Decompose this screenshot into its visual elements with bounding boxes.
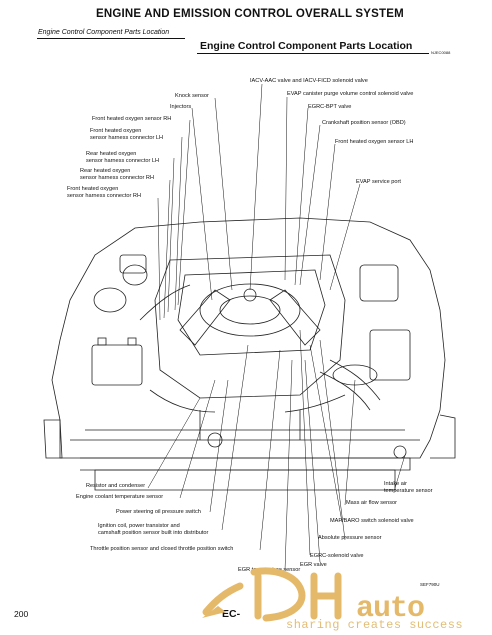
label-iacv-valve: IACV-AAC valve and IACV-FICD solenoid va… — [250, 78, 368, 84]
label-front-o2-sensor-lh: Front heated oxygen sensor LH — [335, 139, 414, 145]
label-egrc-solenoid-valve: EGRC-solenoid valve — [310, 553, 364, 559]
label-front-o2-harness-rh: Front heated oxygen sensor harness conne… — [67, 186, 141, 199]
document-subtitle: Engine Control Component Parts Location — [38, 29, 170, 36]
section-rule — [197, 53, 429, 54]
label-absolute-pressure-sensor: Absolute pressure sensor — [318, 535, 382, 541]
label-mass-air-flow-sensor: Mass air flow sensor — [346, 500, 397, 506]
header-rule — [37, 38, 185, 39]
label-coolant-temp-sensor: Engine coolant temperature sensor — [76, 494, 164, 500]
watermark-auto-text: auto — [356, 592, 425, 626]
label-ignition-coil: Ignition coil, power transistor and cams… — [98, 523, 209, 536]
label-front-o2-harness-lh: Front heated oxygen sensor harness conne… — [90, 128, 164, 141]
label-front-o2-sensor-rh: Front heated oxygen sensor RH — [92, 116, 172, 122]
document-title: ENGINE AND EMISSION CONTROL OVERALL SYST… — [96, 8, 404, 20]
label-egrc-bpt-valve: EGRC-BPT valve — [308, 104, 352, 110]
label-evap-purge-valve: EVAP canister purge volume control solen… — [287, 91, 414, 97]
watermark-tagline: sharing creates success — [286, 618, 464, 632]
label-intake-air-temp-sensor: Intake air temperature sensor — [384, 481, 433, 494]
label-knock-sensor: Knock sensor — [175, 93, 209, 99]
watermark-logo — [202, 567, 342, 622]
section-reference-code: NJEC0088 — [431, 50, 451, 55]
label-throttle-position-sensor: Throttle position sensor and closed thro… — [90, 546, 234, 552]
label-power-steering-switch: Power steering oil pressure switch — [116, 509, 201, 515]
label-injectors: Injectors — [170, 104, 192, 110]
label-resistor-condenser: Resistor and condenser — [86, 483, 146, 489]
section-code: EC- — [222, 608, 241, 620]
page-number: 200 — [14, 609, 29, 619]
label-evap-service-port: EVAP service port — [356, 179, 401, 185]
section-title: Engine Control Component Parts Location — [200, 40, 413, 52]
label-rear-o2-harness-lh: Rear heated oxygen sensor harness connec… — [86, 151, 160, 164]
figure-code: SEF790U — [420, 582, 440, 587]
label-map-baro-valve: MAP/BARO switch solenoid valve — [330, 518, 414, 524]
label-crankshaft-sensor: Crankshaft position sensor (OBD) — [322, 120, 406, 126]
label-egr-valve: EGR valve — [300, 562, 327, 568]
label-rear-o2-harness-rh: Rear heated oxygen sensor harness connec… — [80, 168, 154, 181]
